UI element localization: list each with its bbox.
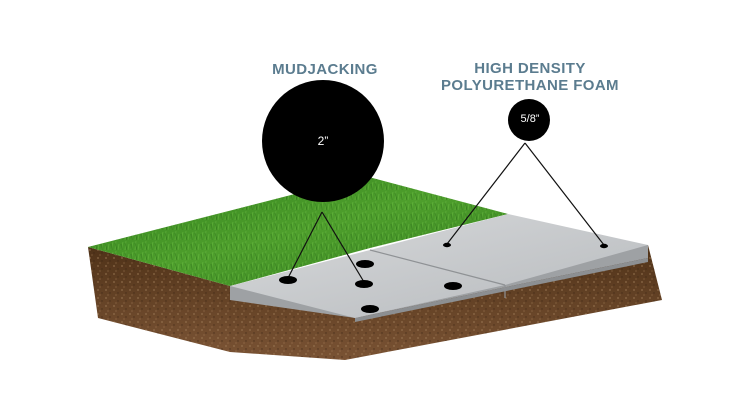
mud-hole [444,282,462,290]
foam-callout-line [446,142,526,245]
mud-hole-magnified [262,80,384,202]
mud-callout-line [287,211,323,279]
foam-title-line2: POLYURETHANE FOAM [441,77,619,94]
foam-callout-line [524,142,605,246]
foam-hole [600,243,608,249]
foam-title: HIGH DENSITY POLYURETHANE FOAM [420,60,640,94]
slab-joint [369,249,506,286]
mud-callout-line [321,211,365,283]
foam-hole-magnified [508,99,550,141]
mud-hole-size-label: 2” [317,134,329,148]
foam-title-line1: HIGH DENSITY [474,60,586,77]
mud-hole [279,276,297,284]
foam-hole [443,242,451,248]
foam-hole-size-label: 5/8” [520,113,540,125]
slab-right [370,214,648,285]
mud-hole [355,280,373,288]
mudjacking-title: MUDJACKING [272,61,378,78]
mud-hole [361,305,379,313]
mud-hole [356,260,374,268]
